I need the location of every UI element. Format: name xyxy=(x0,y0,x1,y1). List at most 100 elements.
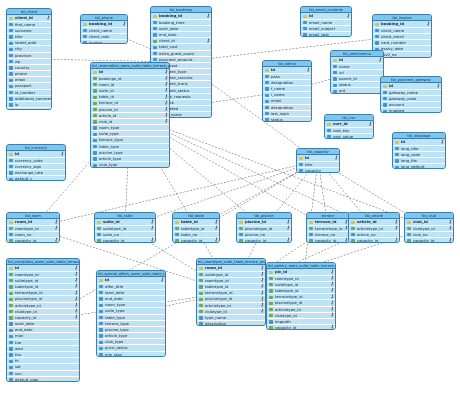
table-column-row[interactable]: capacity_id⚷ xyxy=(173,237,219,243)
table-column-row[interactable]: start_date xyxy=(7,321,79,328)
table-column-row[interactable]: clubtype_id⚷ xyxy=(7,308,79,315)
table-tbl-roomtype[interactable]: tbl_roomtype_suite_table_terrace_piscine… xyxy=(196,258,266,327)
table-column-row[interactable]: email xyxy=(263,98,311,105)
table-column-row[interactable]: piscinetype_id⚷ xyxy=(237,225,291,232)
table-column-row[interactable]: article_id⚷ xyxy=(91,112,169,119)
table-column-row[interactable]: lang_default xyxy=(393,164,445,169)
table-column-row[interactable]: article_id⚷ xyxy=(349,219,399,226)
table-column-row[interactable]: id⚷ xyxy=(301,13,351,20)
table-column-row[interactable]: booking_id⚷ xyxy=(81,21,127,28)
table-column-row[interactable]: bookings_id⚷ xyxy=(91,75,169,82)
table-column-row[interactable]: client_name xyxy=(373,28,431,34)
table-column-row[interactable]: terrace_type xyxy=(91,137,169,144)
table-column-row[interactable]: ip xyxy=(7,102,51,109)
table-column-row[interactable]: room_type xyxy=(97,302,165,309)
table-column-row[interactable]: tabletype_id⚷ xyxy=(173,225,219,232)
table-column-row[interactable]: street_addr xyxy=(7,40,51,47)
table-column-row[interactable]: currency_code xyxy=(7,158,65,164)
table-column-row[interactable]: id⚷ xyxy=(7,265,79,272)
table-column-row[interactable]: status xyxy=(263,117,311,122)
table-column-row[interactable]: article_type xyxy=(91,156,169,163)
table-column-row[interactable]: booking_time xyxy=(151,20,211,26)
table-column-row[interactable]: terracetype_id⚷ xyxy=(197,290,265,297)
table-column-row[interactable]: table_no xyxy=(173,232,219,238)
table-column-row[interactable]: imgpath xyxy=(267,319,335,326)
table-column-row[interactable]: club_type xyxy=(91,162,169,167)
table-column-row[interactable]: tabletype_id⚷ xyxy=(267,287,335,295)
table-column-row[interactable]: articletype_id⚷ xyxy=(7,302,79,309)
table-column-row[interactable]: terrace_id⚷ xyxy=(91,100,169,107)
table-column-row[interactable]: gateway_code xyxy=(381,96,441,102)
table-column-row[interactable]: email_subject xyxy=(301,26,351,32)
table-column-row[interactable]: additional_comments xyxy=(7,96,51,103)
table-column-row[interactable]: account xyxy=(381,102,441,109)
table-column-row[interactable]: cost_value xyxy=(325,134,373,138)
table-column-row[interactable]: client_email xyxy=(373,34,431,40)
table-column-row[interactable]: lang_code xyxy=(393,152,445,158)
table-column-row[interactable]: sat xyxy=(7,364,79,371)
table-column-row[interactable]: client_name xyxy=(81,28,127,34)
table-column-row[interactable]: designation xyxy=(263,80,311,86)
table-column-row[interactable]: suitetype_id⚷ xyxy=(7,277,79,284)
table-column-row[interactable]: table_type xyxy=(97,315,165,321)
table-column-row[interactable]: total_cost xyxy=(151,44,211,51)
table-column-row[interactable]: id⚷ xyxy=(297,155,339,162)
table-column-row[interactable]: roomtype_id⚷ xyxy=(7,225,59,232)
table-column-row[interactable]: designation xyxy=(263,105,311,111)
table-column-row[interactable]: email_text xyxy=(301,32,351,37)
table-column-row[interactable]: clubtype_id⚷ xyxy=(405,225,453,232)
table-column-row[interactable]: country xyxy=(7,65,51,72)
table-column-row[interactable]: end_date xyxy=(151,32,211,39)
table-column-row[interactable]: articletype_id⚷ xyxy=(349,225,399,232)
table-column-row[interactable]: articletype_id⚷ xyxy=(197,302,265,309)
table-column-row[interactable]: wed xyxy=(7,346,79,353)
table-column-row[interactable]: title xyxy=(297,162,339,168)
table-column-row[interactable]: capacity_id⚷ xyxy=(307,237,349,243)
table-column-row[interactable]: capacity_id⚷ xyxy=(95,237,155,243)
table-column-row[interactable]: piscinetype_id⚷ xyxy=(7,296,79,303)
table-column-row[interactable]: end_date xyxy=(97,296,165,303)
table-column-row[interactable]: id⚷ xyxy=(263,67,311,74)
table-column-row[interactable]: table_type xyxy=(91,144,169,150)
table-column-row[interactable]: last_login xyxy=(263,111,311,117)
table-column-row[interactable]: booking_id⚷ xyxy=(373,21,431,28)
table-column-row[interactable]: phone xyxy=(7,71,51,78)
table-column-row[interactable]: client_id⚷ xyxy=(7,15,51,22)
table-column-row[interactable]: start_date xyxy=(97,290,165,296)
table-column-row[interactable]: id⚷ xyxy=(7,151,65,158)
table-column-row[interactable]: piscine_id⚷ xyxy=(237,219,291,226)
table-column-row[interactable]: id_number xyxy=(7,90,51,96)
table-column-row[interactable]: pass xyxy=(263,74,311,80)
table-column-row[interactable]: capacity xyxy=(297,168,339,172)
table-column-row[interactable]: clubtype_id⚷ xyxy=(267,312,335,319)
table-column-row[interactable]: lang_file xyxy=(393,158,445,165)
table-column-row[interactable]: suite_type xyxy=(91,131,169,138)
table-column-row[interactable]: suitetype_id⚷ xyxy=(267,281,335,288)
table-column-row[interactable]: tue xyxy=(7,340,79,346)
table-column-row[interactable]: terracetype_id⚷ xyxy=(7,290,79,297)
table-column-row[interactable]: piscine_type xyxy=(97,327,165,334)
table-column-row[interactable]: passport xyxy=(7,83,51,90)
table-column-row[interactable]: extra_guest_count xyxy=(151,51,211,57)
table-column-row[interactable]: suite_no xyxy=(95,232,155,238)
table-column-row[interactable]: club_no xyxy=(405,232,453,238)
table-column-row[interactable]: terracetype_id⚷ xyxy=(267,294,335,301)
table-column-row[interactable]: article_type xyxy=(97,333,165,340)
table-column-row[interactable]: piscine_no xyxy=(237,232,291,238)
table-column-row[interactable]: description xyxy=(197,321,265,326)
table-column-row[interactable]: table_id⚷ xyxy=(173,219,219,226)
table-column-row[interactable]: start_date xyxy=(151,26,211,32)
table-column-row[interactable]: f_name xyxy=(263,86,311,93)
table-column-row[interactable]: room_id⚷ xyxy=(197,265,265,272)
table-column-row[interactable]: capacity_id⚷ xyxy=(7,237,59,243)
table-column-row[interactable]: suitetype_id⚷ xyxy=(197,271,265,278)
table-column-row[interactable]: default_c xyxy=(7,176,65,181)
